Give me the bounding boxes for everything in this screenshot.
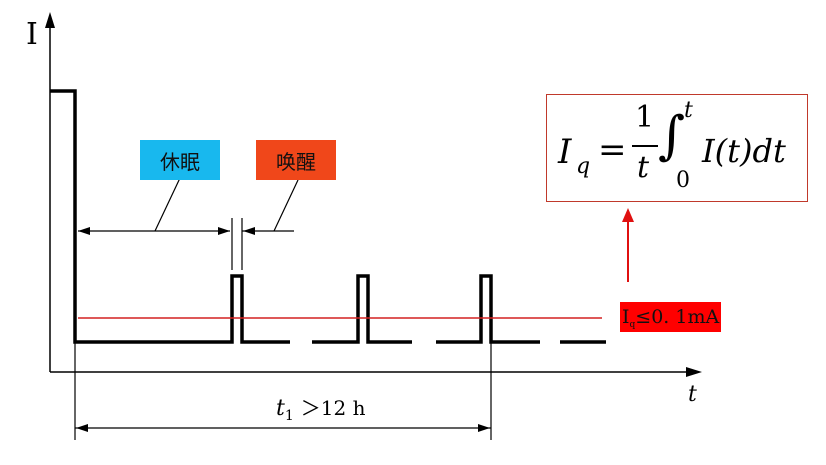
formula-box: [546, 94, 808, 202]
formula-lhs: I: [558, 132, 572, 172]
period-subscript: 1: [284, 408, 294, 424]
sleep-tag: 休眠: [140, 140, 220, 180]
formula-upper: t: [684, 98, 693, 123]
wake-arrowhead: [243, 227, 255, 235]
sleep-arrowhead-left: [78, 227, 90, 235]
formula-lower: 0: [676, 168, 690, 193]
iq-subscript: q: [629, 320, 636, 330]
period-symbol: t: [276, 396, 285, 421]
formula-lhs-sub: q: [576, 154, 591, 179]
wake-tag: 唤醒: [256, 140, 336, 180]
formula-frac-bar: [632, 145, 658, 147]
period-arrowhead-left: [76, 424, 88, 432]
formula-frac-den: t: [637, 150, 650, 185]
period-arrowhead-right: [478, 424, 490, 432]
iq-condition: ≤0. 1mA: [635, 306, 720, 328]
formula: I q = 1 t ∫ t 0 I(t)dt: [558, 98, 804, 196]
formula-pointer-head: [622, 208, 634, 222]
x-axis-arrow: [686, 367, 702, 377]
formula-integrand: I(t)dt: [702, 132, 786, 170]
sleep-arrowhead-right: [218, 227, 230, 235]
formula-integral: ∫: [658, 106, 686, 166]
waveform-initial-pulse: [50, 89, 290, 344]
y-axis-arrow: [45, 12, 55, 28]
period-condition: ＞12 h: [300, 396, 366, 420]
sleep-leader-line: [154, 177, 181, 232]
x-axis-label: t: [688, 382, 697, 407]
formula-frac-num: 1: [635, 100, 655, 135]
iq-symbol: I: [622, 306, 630, 328]
period-label: t1 ＞12 h: [276, 396, 366, 424]
y-axis-label: I: [26, 17, 38, 52]
waveform-pulse-2: [312, 274, 412, 344]
waveform-pulse-3: [436, 274, 540, 344]
wake-leader-line: [273, 179, 299, 232]
formula-equals: =: [598, 130, 627, 170]
